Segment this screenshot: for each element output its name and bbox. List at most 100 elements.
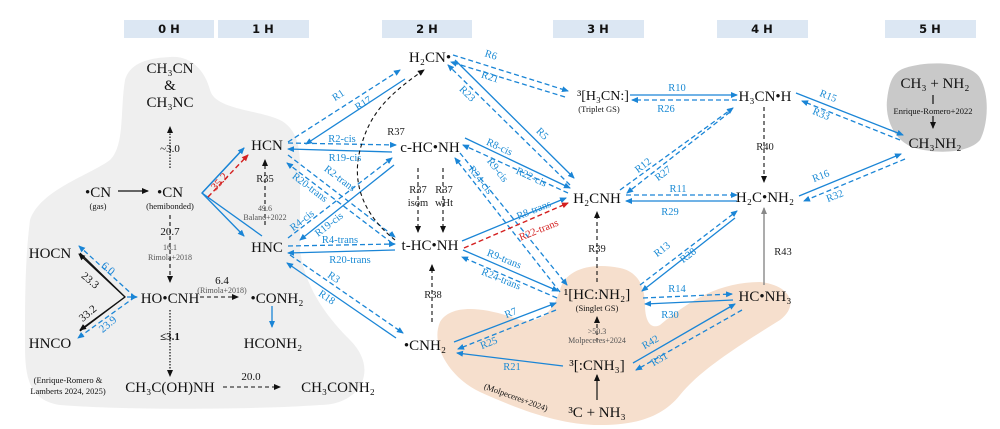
arrow-r20-trans-bot bbox=[287, 249, 396, 256]
species-hnco: HNCO bbox=[29, 336, 72, 352]
label-r20-trans-bot: R20-trans bbox=[329, 255, 370, 266]
arrow-r13 bbox=[639, 210, 738, 286]
header-4h: 4 H bbox=[751, 22, 773, 36]
species-ch3cn: CH₃CN bbox=[147, 61, 194, 77]
arrow-r7 bbox=[453, 302, 557, 343]
value-le-3-1: ≤3.1 bbox=[160, 331, 180, 343]
header-4h-box bbox=[717, 20, 808, 38]
singlet-hcnh2-note: (Singlet GS) bbox=[576, 303, 619, 313]
peach-region-background bbox=[437, 266, 791, 425]
label-r6: R6 bbox=[483, 48, 498, 62]
arrow-red-35-2 bbox=[207, 154, 249, 198]
label-r1: R1 bbox=[330, 88, 346, 104]
arrow-r21a bbox=[450, 60, 566, 98]
triplet-h3cn-note: (Triplet GS) bbox=[578, 104, 620, 114]
species-ch3-nh2: CH₃ + NH₂ bbox=[901, 76, 970, 92]
label-r10: R10 bbox=[668, 83, 686, 94]
label-r7: R7 bbox=[503, 306, 518, 321]
arrow-r9-trans bbox=[462, 249, 559, 292]
label-r16: R16 bbox=[811, 168, 831, 185]
arrow-r4-trans bbox=[287, 241, 396, 248]
arrow-r20-trans-top bbox=[286, 162, 393, 244]
ref-rimola-2018: Rimola+2018 bbox=[148, 253, 192, 262]
species-c-hcnh: c-HC•NH bbox=[400, 140, 460, 156]
arrow-r3 bbox=[289, 254, 404, 334]
header-2h: 2 H bbox=[416, 22, 438, 36]
species-h2cnh2: H₂C•NH₂ bbox=[736, 190, 794, 206]
species-cn-gas: •CN bbox=[85, 185, 111, 201]
label-r21a: R21 bbox=[480, 70, 500, 86]
arrow-r16 bbox=[798, 153, 902, 197]
arrow-r37 bbox=[356, 69, 425, 241]
arrow-r15 bbox=[795, 92, 904, 136]
species-singlet-hcnh2: ¹[HC:NH₂] bbox=[564, 287, 630, 303]
arrow-r31 bbox=[635, 309, 743, 371]
label-r26: R26 bbox=[657, 104, 675, 115]
arrow-to-hocn-black bbox=[78, 253, 126, 298]
arrow-r25 bbox=[457, 309, 557, 350]
gray-region-background bbox=[25, 56, 365, 409]
arrow-r18 bbox=[286, 262, 397, 339]
species-cn-hemi: •CN bbox=[157, 185, 183, 201]
label-r2-trans: R2-trans bbox=[322, 164, 358, 195]
header-3h-box bbox=[553, 20, 644, 38]
species-ch3nh2: CH₃NH₂ bbox=[909, 136, 962, 152]
species-ch3conh2: CH₃CONH₂ bbox=[301, 380, 375, 396]
species-ch3nc: CH₃NC bbox=[147, 95, 194, 111]
arrow-r28 bbox=[641, 217, 736, 292]
header-0h: 0 H bbox=[158, 22, 180, 36]
ref-enrique-lamberts-2: Lamberts 2024, 2025) bbox=[30, 386, 105, 396]
header-1h-box bbox=[218, 20, 309, 38]
header-1h: 1 H bbox=[252, 22, 274, 36]
label-r30: R30 bbox=[661, 310, 679, 321]
arrow-r5 bbox=[454, 59, 575, 179]
arrow-r42 bbox=[632, 303, 736, 364]
value-49-6: 49.6 bbox=[258, 204, 272, 213]
header-0h-box bbox=[124, 20, 214, 38]
species-hcnh3: HC•NH₃ bbox=[739, 289, 792, 305]
arrow-r24-trans bbox=[461, 256, 558, 299]
arrow-r17 bbox=[305, 78, 406, 145]
arrow-r4-cis bbox=[287, 157, 393, 239]
label-r21b: R21 bbox=[503, 362, 521, 373]
species-conh2: •CONH₂ bbox=[251, 291, 304, 307]
label-r14: R14 bbox=[668, 284, 686, 295]
species-amp: & bbox=[164, 78, 176, 94]
arrow-r33 bbox=[801, 100, 901, 141]
ref-molpeceres-2024: Molpeceres+2024 bbox=[568, 336, 626, 345]
arrow-r30 bbox=[644, 299, 734, 307]
header-5h: 5 H bbox=[919, 22, 941, 36]
arrow-to-hocn-blue bbox=[78, 245, 136, 298]
species-h3cnh: H₃CN•H bbox=[739, 89, 792, 105]
species-ch3cohnh: CH₃C(OH)NH bbox=[125, 380, 215, 396]
label-r12: R12 bbox=[633, 156, 654, 175]
column-headers: 0 H 1 H 2 H 3 H 4 H 5 H bbox=[124, 20, 976, 38]
value-20-0: 20.0 bbox=[241, 371, 261, 383]
species-cnh2: •CNH₂ bbox=[404, 338, 446, 354]
label-r33: R33 bbox=[811, 106, 831, 123]
arrow-r22-cis bbox=[462, 144, 569, 194]
species-h2cn: H₂CN• bbox=[409, 50, 451, 66]
species-hnc: HNC bbox=[251, 240, 283, 256]
arrow-r27 bbox=[626, 111, 731, 194]
arrow-r12 bbox=[619, 107, 734, 191]
species-hocn: HOCN bbox=[29, 246, 72, 262]
arrow-cn-to-hnc bbox=[201, 192, 245, 237]
arrow-cn-to-hcn bbox=[201, 147, 245, 194]
label-r37: R37 bbox=[387, 127, 405, 138]
species-c-nh3: ³C + NH₃ bbox=[568, 405, 625, 421]
species-triplet-h3cn: ³[H₃CN:] bbox=[577, 89, 629, 104]
label-r11: R11 bbox=[669, 184, 686, 195]
arrow-r21b bbox=[456, 350, 564, 367]
ref-rimola-2018-paren: (Rimola+2018) bbox=[197, 286, 247, 295]
header-3h: 3 H bbox=[587, 22, 609, 36]
label-r8-cis: R8-cis bbox=[484, 137, 514, 159]
label-r2-cis: R2-cis bbox=[328, 134, 355, 145]
dark-gray-region-background bbox=[886, 63, 987, 152]
cn-hemi-note: (hemibonded) bbox=[146, 201, 194, 211]
label-r13: R13 bbox=[652, 240, 673, 259]
ref-enrique-lamberts-1: (Enrique-Romero & bbox=[34, 375, 103, 385]
species-hconh2: HCONH₂ bbox=[244, 336, 303, 352]
value-6-4: 6.4 bbox=[215, 275, 229, 287]
label-r43: R43 bbox=[774, 247, 792, 258]
